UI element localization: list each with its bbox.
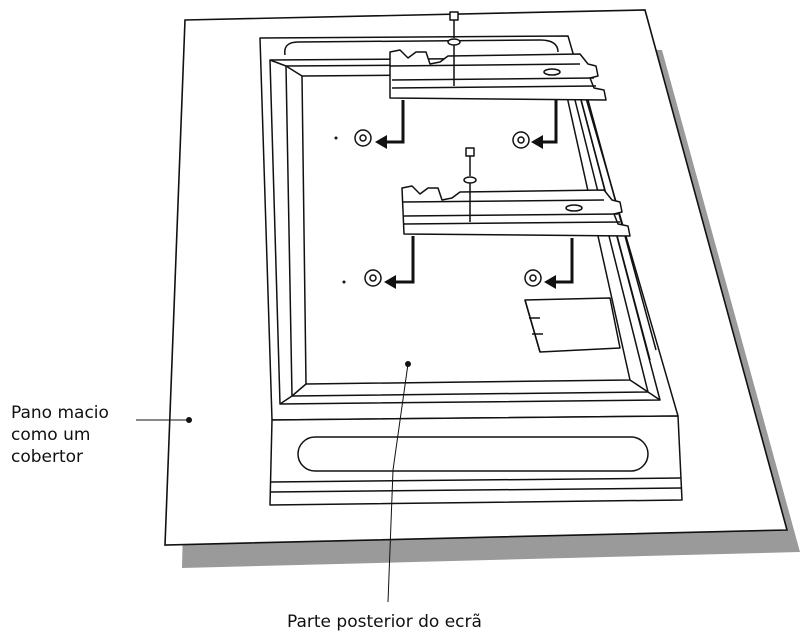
mounting-hook-bottom-right <box>524 269 542 287</box>
upper-screw-icon <box>447 11 461 46</box>
soft-cloth-label: Pano macio como um cobertor <box>11 402 109 468</box>
soft-cloth-label-line2: como um <box>11 425 91 445</box>
arrow-bottom-left-icon <box>384 236 415 289</box>
arrow-bottom-right-icon <box>544 238 574 289</box>
handle-slot <box>297 436 649 472</box>
upper-wall-bracket <box>389 42 607 101</box>
lower-wall-bracket <box>401 180 631 237</box>
connector-panel <box>524 297 621 353</box>
mounting-hook-bottom-left <box>364 269 382 287</box>
soft-cloth-label-line3: cobertor <box>11 447 84 467</box>
leader-line-cloth <box>136 417 192 423</box>
panel-dot <box>342 280 346 284</box>
leader-line-screen-back <box>387 361 411 603</box>
screen-back-label: Parte posterior do ecrã <box>287 612 482 632</box>
lower-screw-icon <box>463 147 477 184</box>
arrow-top-right-icon <box>531 100 558 149</box>
arrow-top-left-icon <box>375 100 405 149</box>
mounting-hook-top-right <box>512 131 530 149</box>
mounting-hook-top-left <box>354 129 372 147</box>
panel-dot <box>334 136 338 140</box>
soft-cloth-label-line1: Pano macio <box>11 403 109 423</box>
top-handle-slot <box>284 39 559 56</box>
